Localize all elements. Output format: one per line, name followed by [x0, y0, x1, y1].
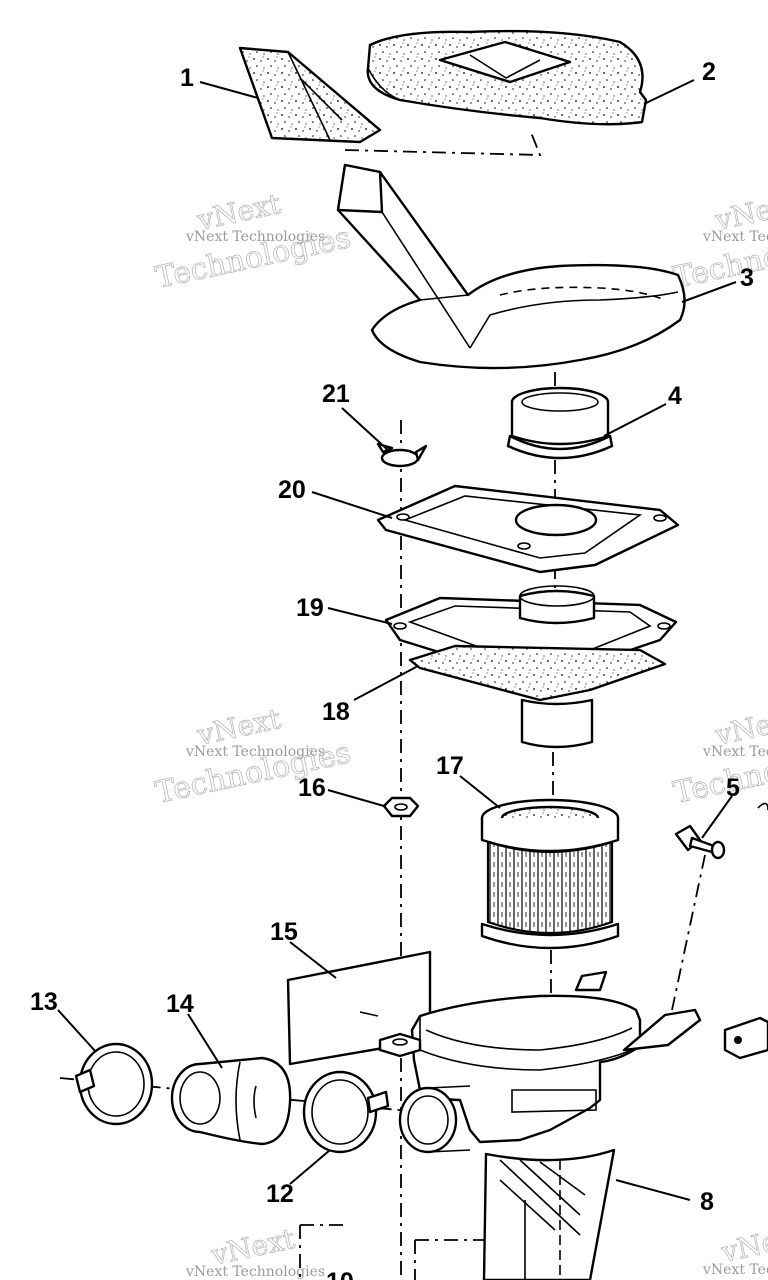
watermark-2: vNext vNext Technologies Technologies [152, 702, 354, 812]
callout-5: 5 [726, 774, 740, 802]
callout-1: 1 [180, 64, 194, 92]
part-18-gasket [408, 644, 667, 749]
watermark-6: vNext vNext Technologies [702, 1219, 768, 1278]
callout-16: 16 [298, 774, 326, 802]
svg-text:vNext Technologies: vNext Technologies [702, 744, 768, 760]
svg-text:vNext Technologies: vNext Technologies [185, 744, 325, 760]
callout-17: 17 [436, 752, 464, 780]
part-14-intake-boot [170, 1056, 292, 1146]
svg-text:vNext Technologies: vNext Technologies [185, 229, 325, 245]
callout-12: 12 [266, 1180, 294, 1208]
svg-text:vNext Technologies: vNext Technologies [702, 1262, 768, 1278]
svg-text:vNext Technologies: vNext Technologies [185, 1264, 325, 1280]
callout-2: 2 [702, 58, 716, 86]
part-1-foam-pad [238, 46, 382, 144]
svg-text:vNext Technologies: vNext Technologies [702, 229, 768, 245]
watermark-1: vNext vNext Technologies Technologies [152, 187, 354, 297]
part-13-clamp [74, 1042, 154, 1126]
callout-14: 14 [166, 990, 194, 1018]
callout-15: 15 [270, 918, 298, 946]
callout-3: 3 [740, 264, 754, 292]
part-5-bolt-washer [674, 802, 768, 860]
part-8-airbox-housing [378, 970, 768, 1280]
part-3-intake-silencer [336, 163, 686, 370]
callout-8: 8 [700, 1188, 714, 1216]
part-12-clamp [302, 1070, 390, 1154]
callout-4: 4 [668, 382, 682, 410]
callout-numbers: 1 2 3 4 5 8 10 12 13 14 15 16 17 18 19 2… [30, 58, 754, 1280]
callout-10: 10 [326, 1268, 354, 1280]
part-20-top-cover [376, 484, 680, 574]
leader-lines [57, 79, 737, 1201]
part-17-filter-element [480, 798, 620, 950]
part-21-wing-nut [376, 442, 428, 468]
callout-13: 13 [30, 988, 58, 1016]
watermark-5: vNext vNext Technologies [185, 1222, 325, 1280]
callout-20: 20 [278, 476, 306, 504]
watermark-4: vNext vNext Technologies Technologies [670, 702, 768, 812]
callout-21: 21 [322, 380, 350, 408]
part-4-rubber-sleeve [506, 386, 614, 460]
callout-19: 19 [296, 594, 324, 622]
callout-18: 18 [322, 698, 350, 726]
part-2-foam-gasket [366, 29, 648, 126]
part-16-hex-nut [382, 796, 420, 818]
